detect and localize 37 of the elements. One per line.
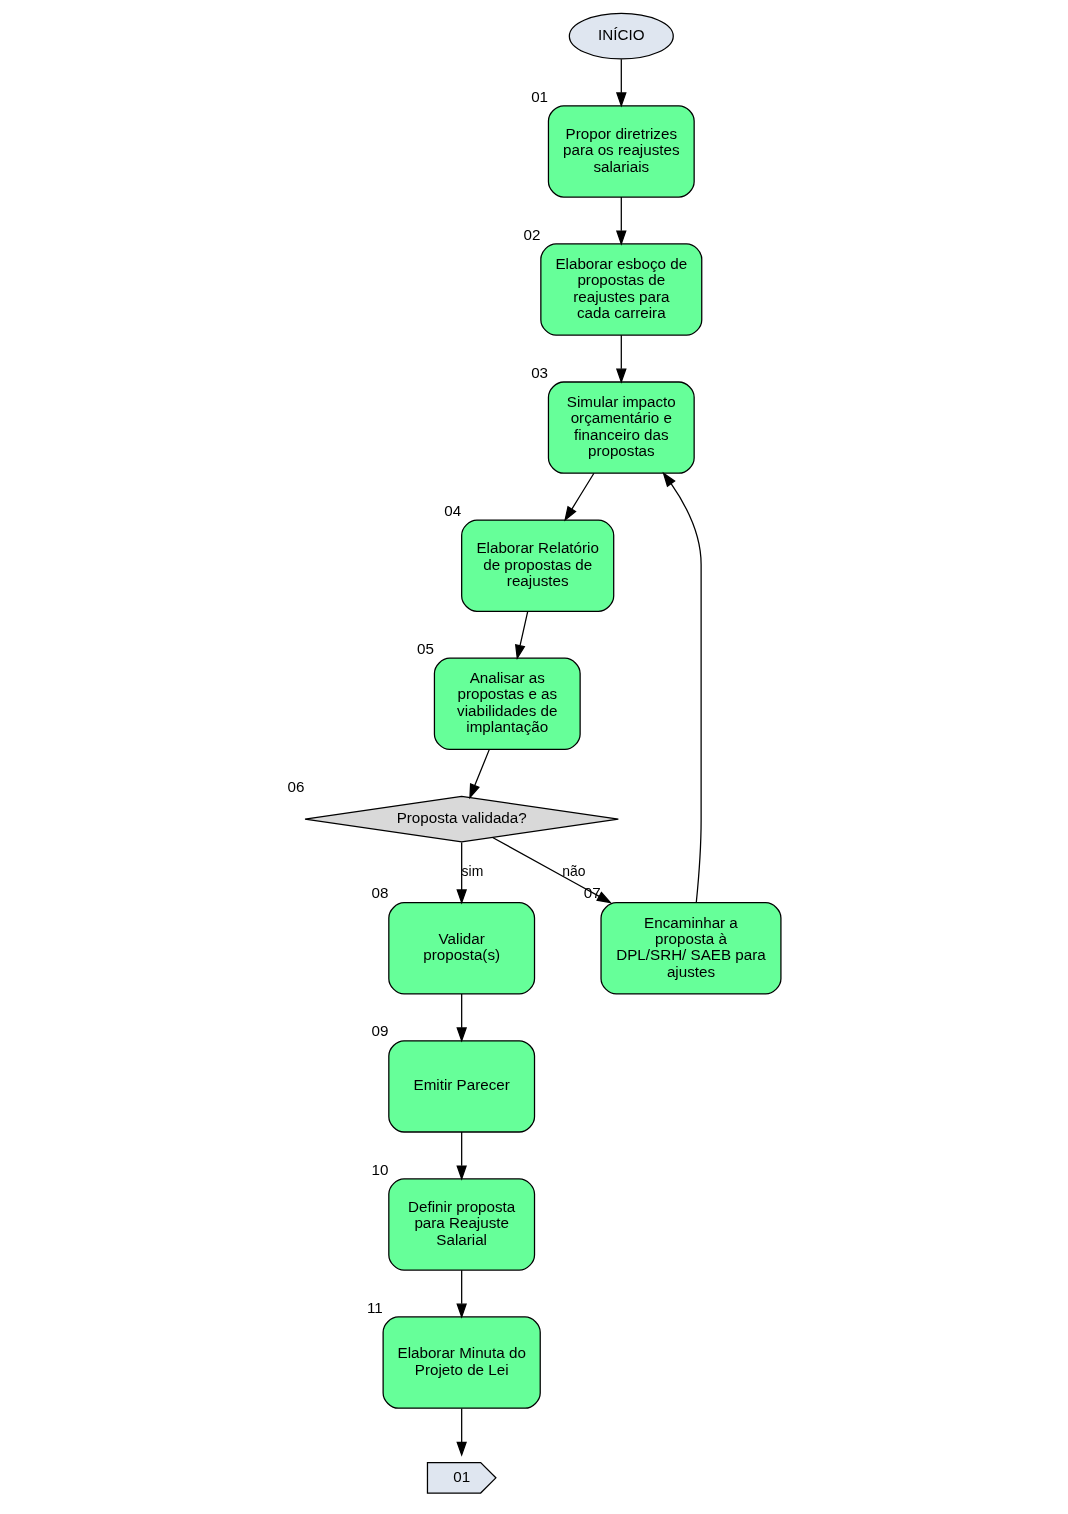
- edge-label: sim: [461, 862, 484, 879]
- arrow: [615, 196, 627, 246]
- arrow: [615, 334, 627, 384]
- node-box: Validar proposta(s): [388, 902, 536, 995]
- arrow: [491, 836, 612, 904]
- arrow: [456, 841, 467, 905]
- node-label: 05: [417, 639, 435, 657]
- node-label: 08: [371, 884, 389, 902]
- edge-label: não: [562, 862, 586, 879]
- node-box: Elaborar esboço de propostas de reajustes para cada carreira: [540, 243, 703, 336]
- node-box: Encaminhar a proposta à DPL/SRH/ SAEB para ajustes: [600, 902, 782, 995]
- node-label: 01: [531, 87, 549, 105]
- node-label: 06: [287, 777, 305, 795]
- node-box: Definir proposta para Reajuste Salarial: [388, 1178, 536, 1271]
- node-label: 11: [367, 1298, 383, 1316]
- node-label: 04: [444, 501, 462, 519]
- arrow: [514, 610, 529, 660]
- arrow: [469, 749, 490, 800]
- arrow: [456, 1269, 467, 1319]
- node-label: 02: [523, 225, 541, 243]
- node-box: Propor diretrizes para os reajustes salariais: [547, 105, 695, 198]
- node-label: 10: [371, 1160, 389, 1178]
- node-box: Simular impacto orçamentário e financeiro das propostas: [547, 381, 695, 474]
- node-box: Elaborar Minuta do Projeto de Lei: [382, 1316, 541, 1409]
- node-box: Elaborar Relatório de propostas de reajustes: [461, 519, 615, 612]
- arrow: [615, 58, 627, 108]
- arrow: [564, 472, 595, 522]
- node-label: 03: [531, 363, 549, 381]
- node-diamond: Proposta validada?: [304, 795, 619, 843]
- arrow: [456, 993, 467, 1043]
- node-box: Emitir Parecer: [388, 1040, 536, 1133]
- node-label: 09: [371, 1022, 389, 1040]
- arrow: [456, 1407, 467, 1457]
- node-box: Analisar as propostas e as viabilidades de implantação: [433, 657, 581, 751]
- arrow: [456, 1131, 467, 1181]
- arrow: [662, 471, 702, 904]
- node-ellipse: INÍCIO: [568, 12, 674, 60]
